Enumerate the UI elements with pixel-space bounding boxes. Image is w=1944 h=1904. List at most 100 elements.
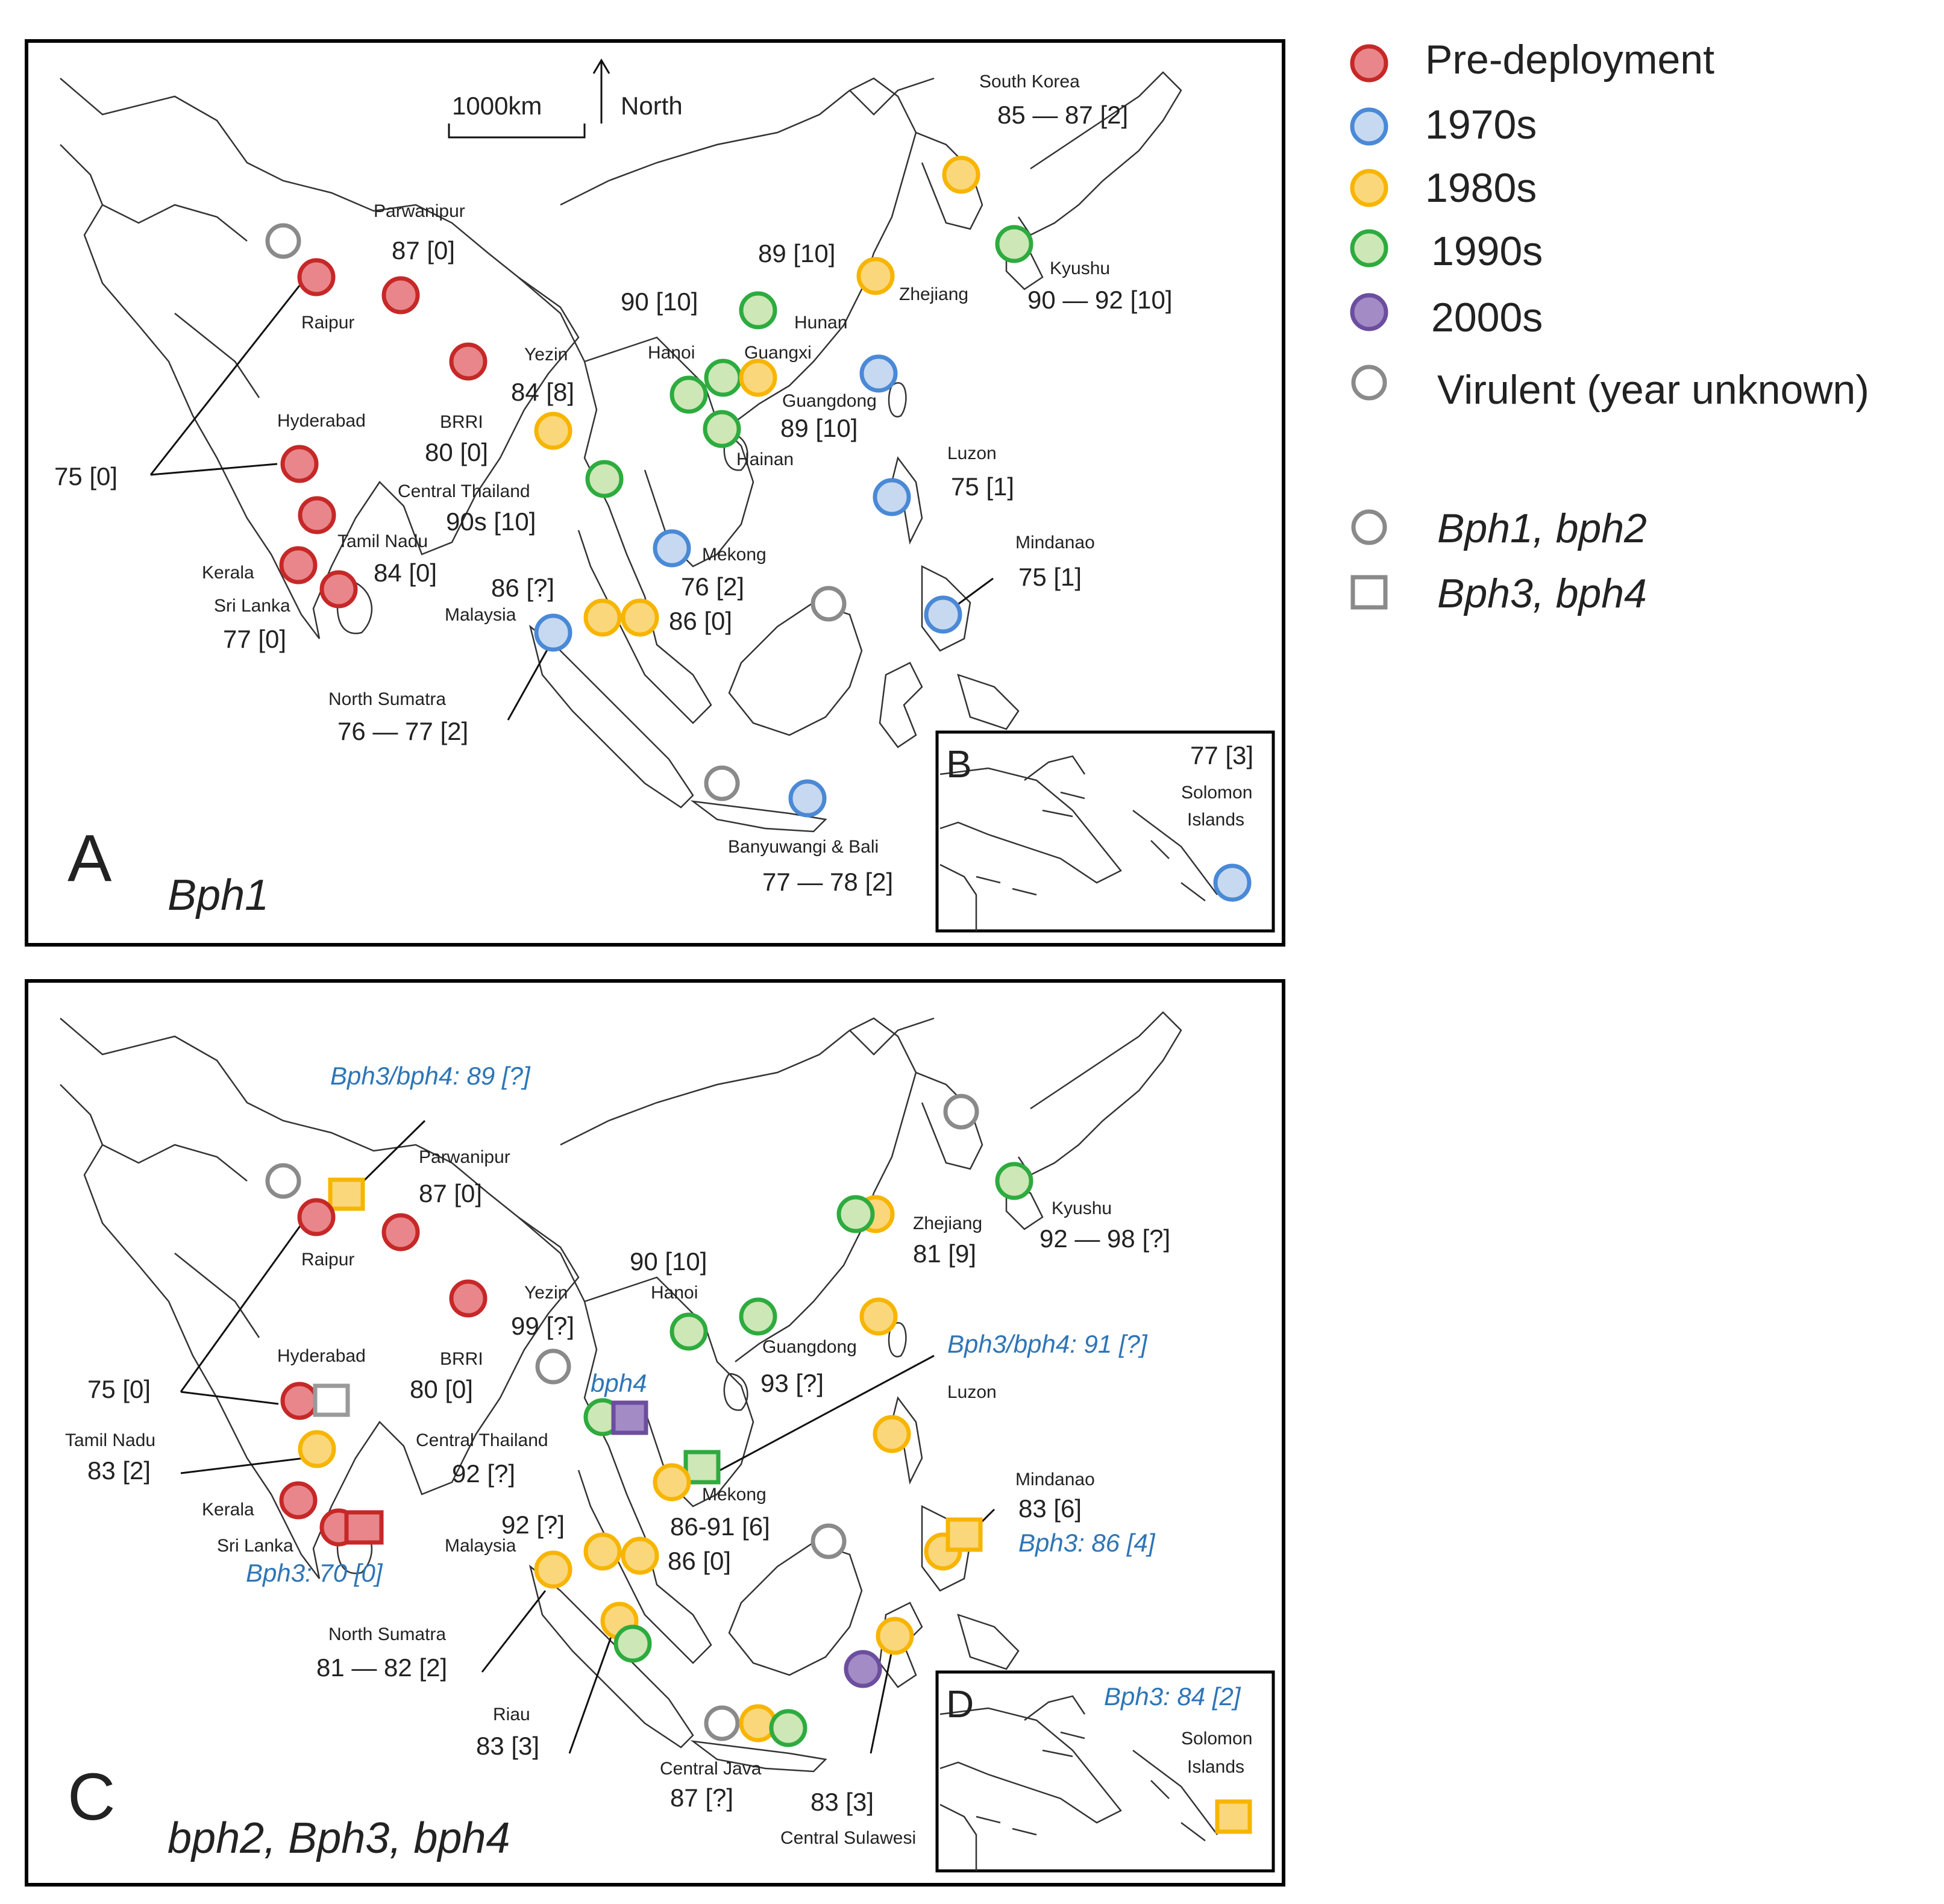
marker-1990s-square <box>683 1450 721 1485</box>
label-central-sulawesi: Central Sulawesi <box>780 1828 916 1848</box>
label-tamil-nadu: Tamil Nadu <box>337 531 428 551</box>
marker-1990s <box>669 375 708 414</box>
value-mindanao: 75 [1] <box>1018 563 1082 591</box>
legend: Pre-deployment 1970s 1980s 1990s 2000s V… <box>1350 37 1869 616</box>
value-yezin: 99 [?] <box>511 1312 574 1340</box>
label-malaysia: Malaysia <box>445 1536 516 1556</box>
marker-1970s <box>788 779 827 818</box>
label-kyushu: Kyushu <box>1050 258 1110 278</box>
value-hanoi: 90 [10] <box>630 1247 707 1276</box>
value-kyushu: 92 — 98 [?] <box>1039 1224 1170 1253</box>
value-mekong: 76 [2] <box>681 572 744 601</box>
label-guangdong: Guangdong <box>762 1337 857 1357</box>
label-central-thailand: Central Thailand <box>398 481 530 501</box>
panel-a-gene-title: Bph1 <box>168 871 269 919</box>
blue-label-solomon-d: Bph3: 84 [2] <box>1104 1682 1241 1711</box>
legend-label-1990s: 1990s <box>1431 228 1543 274</box>
marker-1990s <box>739 291 777 330</box>
value-central-thailand: 92 [?] <box>452 1459 515 1488</box>
marker-1990s <box>585 460 624 498</box>
label-zhejiang: Zhejiang <box>899 284 968 304</box>
north-arrow-icon: North <box>592 58 683 124</box>
marker-1990s <box>704 359 742 397</box>
label-hyderabad: Hyderabad <box>277 1346 366 1366</box>
label-central-java: Central Java <box>660 1759 762 1779</box>
label-tamil-nadu: Tamil Nadu <box>65 1430 155 1450</box>
marker-1980s <box>621 598 659 637</box>
marker-2000s-square <box>611 1400 648 1435</box>
label-sri-lanka: Sri Lanka <box>214 596 290 616</box>
value-brri: 80 [0] <box>425 438 488 466</box>
legend-shape-square-icon <box>1350 575 1388 610</box>
label-yezin: Yezin <box>524 345 568 365</box>
panel-c: Bph3/bph4: 89 [?] Parwanipur 87 [0] Raip… <box>25 979 1285 1887</box>
legend-label-square-genes: Bph3, bph4 <box>1437 571 1647 616</box>
blue-label-bph3-70: Bph3: 70 [0] <box>246 1559 383 1587</box>
label-yezin: Yezin <box>524 1283 568 1303</box>
value-zhejiang: 81 [9] <box>913 1239 976 1268</box>
legend-marker-2000s <box>1350 293 1388 331</box>
blue-label-bph3-86: Bph3: 86 [4] <box>1018 1529 1156 1557</box>
panel-a-basemap <box>59 71 1182 833</box>
marker-pre-deployment <box>279 546 318 584</box>
label-guangxi: Guangxi <box>744 343 812 363</box>
value-riau: 83 [3] <box>476 1732 539 1760</box>
label-north-sumatra: North Sumatra <box>328 1624 446 1644</box>
label-sri-lanka: Sri Lanka <box>217 1536 293 1556</box>
marker-1970s <box>1213 863 1252 902</box>
marker-virulent <box>704 765 740 801</box>
label-luzon: Luzon <box>947 1382 997 1402</box>
marker-pre-deployment <box>381 276 420 315</box>
panel-c-gene-title: bph2, Bph3, bph4 <box>168 1814 510 1862</box>
label-central-thailand: Central Thailand <box>416 1430 548 1450</box>
value-malaysia: 92 [?] <box>501 1511 565 1539</box>
value-india: 75 [0] <box>54 462 118 490</box>
label-parwanipur: Parwanipur <box>419 1147 510 1167</box>
panel-a-markers <box>265 155 1033 818</box>
label-hanoi: Hanoi <box>648 343 695 363</box>
marker-1970s <box>859 354 898 393</box>
marker-1990s <box>669 1312 708 1351</box>
label-banyuwangi-bali: Banyuwangi & Bali <box>728 837 879 857</box>
marker-virulent <box>535 1348 571 1385</box>
legend-marker-virulent <box>1351 365 1387 401</box>
blue-label-bph3-bph4-89: Bph3/bph4: 89 [?] <box>330 1062 531 1090</box>
label-raipur: Raipur <box>301 1250 354 1270</box>
label-north-sumatra: North Sumatra <box>328 689 446 709</box>
label-zhejiang: Zhejiang <box>913 1213 982 1233</box>
panel-a: 1000km North <box>25 39 1285 947</box>
value-parwanipur: 87 [0] <box>419 1179 482 1207</box>
marker-1980s <box>583 598 622 637</box>
label-mekong: Mekong <box>702 1485 767 1505</box>
marker-1980s-square <box>328 1177 365 1211</box>
label-raipur: Raipur <box>301 313 354 333</box>
panel-d-letter: D <box>946 1682 974 1726</box>
marker-2000s <box>844 1650 882 1688</box>
value-mindanao: 83 [6] <box>1018 1494 1082 1523</box>
marker-pre-deployment <box>297 258 336 296</box>
legend-label-2000s: 2000s <box>1431 295 1543 340</box>
value-malaysia: 86 [?] <box>491 574 554 602</box>
panel-b-inset: B 77 [3] Solomon Islands <box>935 730 1275 933</box>
panel-c-markers <box>265 1094 1033 1747</box>
legend-marker-1970s <box>1350 107 1388 146</box>
marker-virulent <box>943 1094 979 1130</box>
value-tamil-nadu: 83 [2] <box>87 1456 151 1485</box>
legend-marker-1980s <box>1350 169 1388 207</box>
label-solomon-b: Solomon <box>1181 783 1252 803</box>
value-north-sumatra: 76 — 77 [2] <box>337 717 468 745</box>
marker-1990s <box>769 1709 807 1747</box>
marker-1990s <box>703 410 741 448</box>
value-mekong: 86-91 [6] <box>670 1512 770 1541</box>
value-luzon: 75 [1] <box>951 472 1014 501</box>
label-mindanao: Mindanao <box>1015 1470 1095 1489</box>
marker-1990s <box>995 225 1033 263</box>
marker-virulent-square <box>313 1383 350 1417</box>
label-solomon-d: Solomon <box>1181 1729 1252 1749</box>
value-thailand-south: 86 [0] <box>668 1547 731 1575</box>
value-south-korea: 85 — 87 [2] <box>997 101 1128 129</box>
legend-shape-circle-icon <box>1351 509 1387 545</box>
marker-1990s <box>739 1297 777 1336</box>
label-parwanipur: Parwanipur <box>374 201 465 221</box>
